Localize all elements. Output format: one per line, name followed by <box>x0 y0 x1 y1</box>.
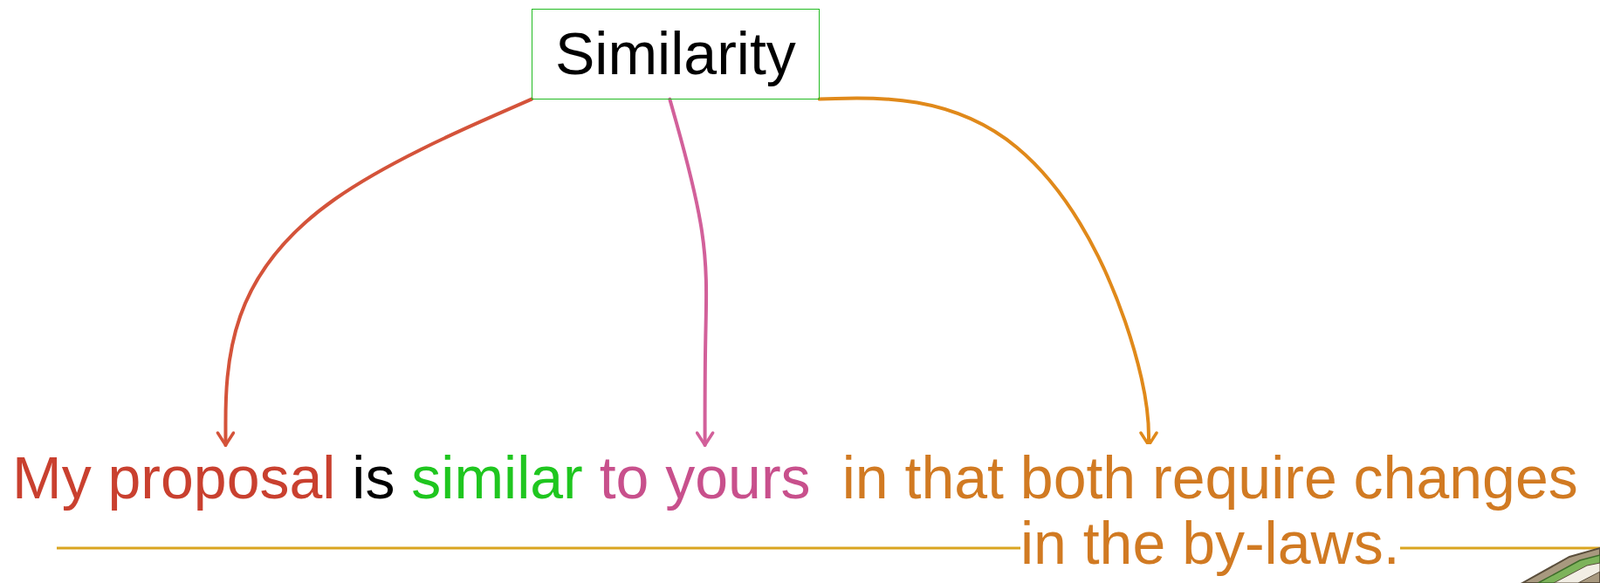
arrow-connector <box>819 97 1149 446</box>
sentence-word: similar <box>411 445 583 511</box>
node-text: to yours <box>599 444 811 511</box>
node-text: Similarity <box>555 20 797 87</box>
node-text: in that both require changes in the by-l… <box>842 444 1579 577</box>
sentence-word: is <box>351 445 395 511</box>
label-text: similar <box>411 444 583 511</box>
node-text: My proposal <box>12 444 336 511</box>
document-icon <box>1522 548 1600 583</box>
label-text: is <box>351 444 395 511</box>
sentence-segment: in that both require changes in the by-l… <box>826 445 1594 577</box>
sentence-segment: My proposal <box>12 445 336 511</box>
arrow-connector <box>669 99 707 446</box>
sentence-segment: to yours <box>599 445 811 511</box>
arrow-connector <box>225 99 532 446</box>
concept-box: Similarity <box>531 8 820 100</box>
